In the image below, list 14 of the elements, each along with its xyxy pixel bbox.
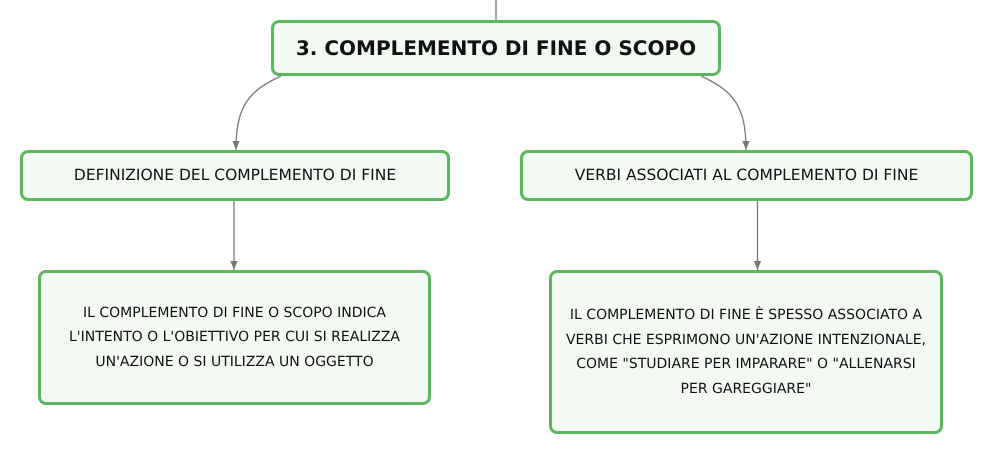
connector-arrow (700, 75, 750, 150)
topic-box (520, 150, 973, 201)
topic-text: IL COMPLEMENTO DI FINE O SCOPO INDICA L'INTENTO O L'OBIETTIVO PER CUI SI REALIZZA UN'AZIONE O SI UTILIZZA UN OGGETTO (68, 304, 402, 372)
topic-box (271, 20, 721, 76)
topic-box (549, 270, 943, 434)
topic-box (20, 150, 450, 201)
topic-text: 3. COMPLEMENTO DI FINE O SCOPO (296, 36, 696, 60)
connector-arrow (754, 201, 762, 270)
topic-text: VERBI ASSOCIATI AL COMPLEMENTO DI FINE (574, 166, 918, 185)
connector-arrow (230, 201, 238, 270)
topic-text: IL COMPLEMENTO DI FINE È SPESSO ASSOCIATO A VERBI CHE ESPRIMONO UN'AZIONE INTENZIONALE, COME "STUDIARE PER IMPARARE" O "ALLENARSI PER GAREGGIARE" (564, 305, 927, 398)
connector-arrow (232, 75, 282, 150)
topic-text: DEFINIZIONE DEL COMPLEMENTO DI FINE (74, 166, 396, 185)
topic-box (38, 270, 431, 405)
